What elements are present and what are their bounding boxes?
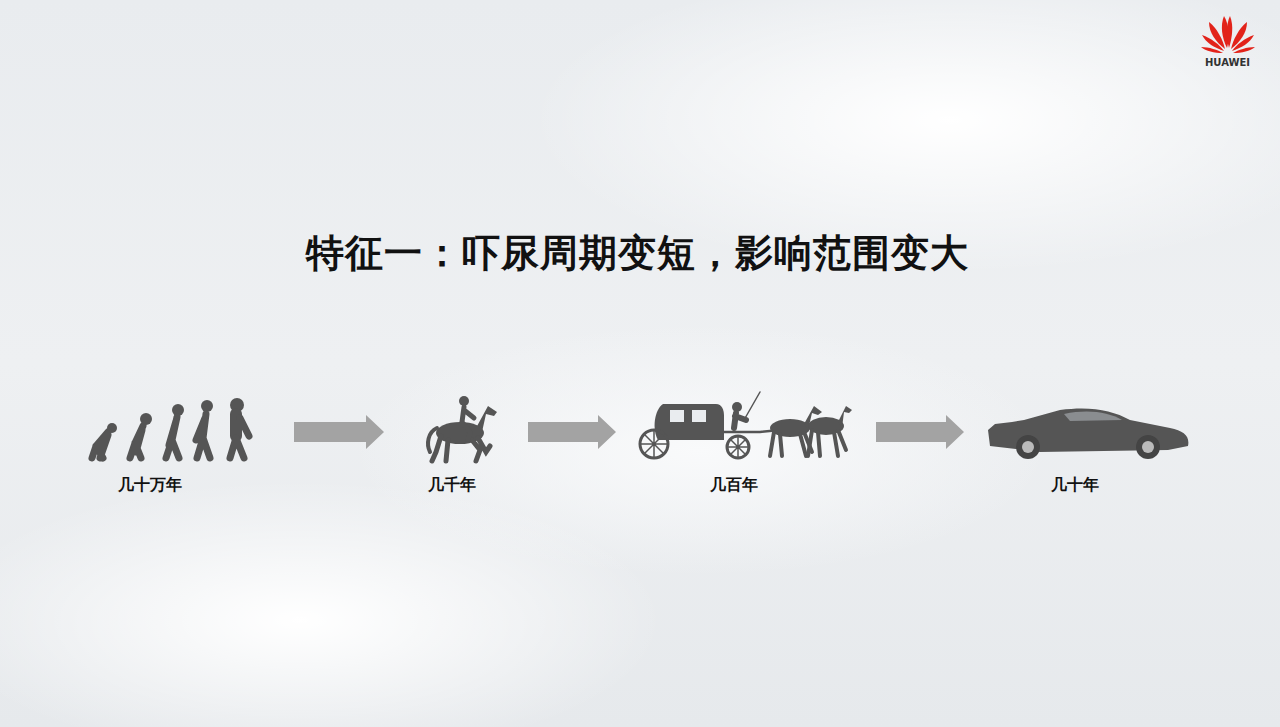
slide-title: 特征一：吓尿周期变短，影响范围变大 <box>306 228 969 279</box>
stage-label: 几千年 <box>428 475 476 496</box>
block-arrow <box>528 415 616 449</box>
stage-label: 几十年 <box>1051 475 1099 496</box>
stage-group: 几十万年 <box>86 392 286 502</box>
brand-name: HUAWEI <box>1205 57 1250 68</box>
huawei-logo <box>1201 16 1255 53</box>
stage-group: 几千年 <box>392 392 520 502</box>
stage-label: 几十万年 <box>118 475 182 496</box>
stage-label: 几百年 <box>710 475 758 496</box>
block-arrow <box>876 415 964 449</box>
horse-rider <box>428 396 497 461</box>
sports-car <box>988 408 1188 459</box>
stage-group: 几十年 <box>972 392 1198 502</box>
stage-group: 几百年 <box>624 392 868 502</box>
block-arrow <box>294 415 384 449</box>
horse-carriage <box>640 392 852 458</box>
evolution-figures <box>92 398 249 458</box>
